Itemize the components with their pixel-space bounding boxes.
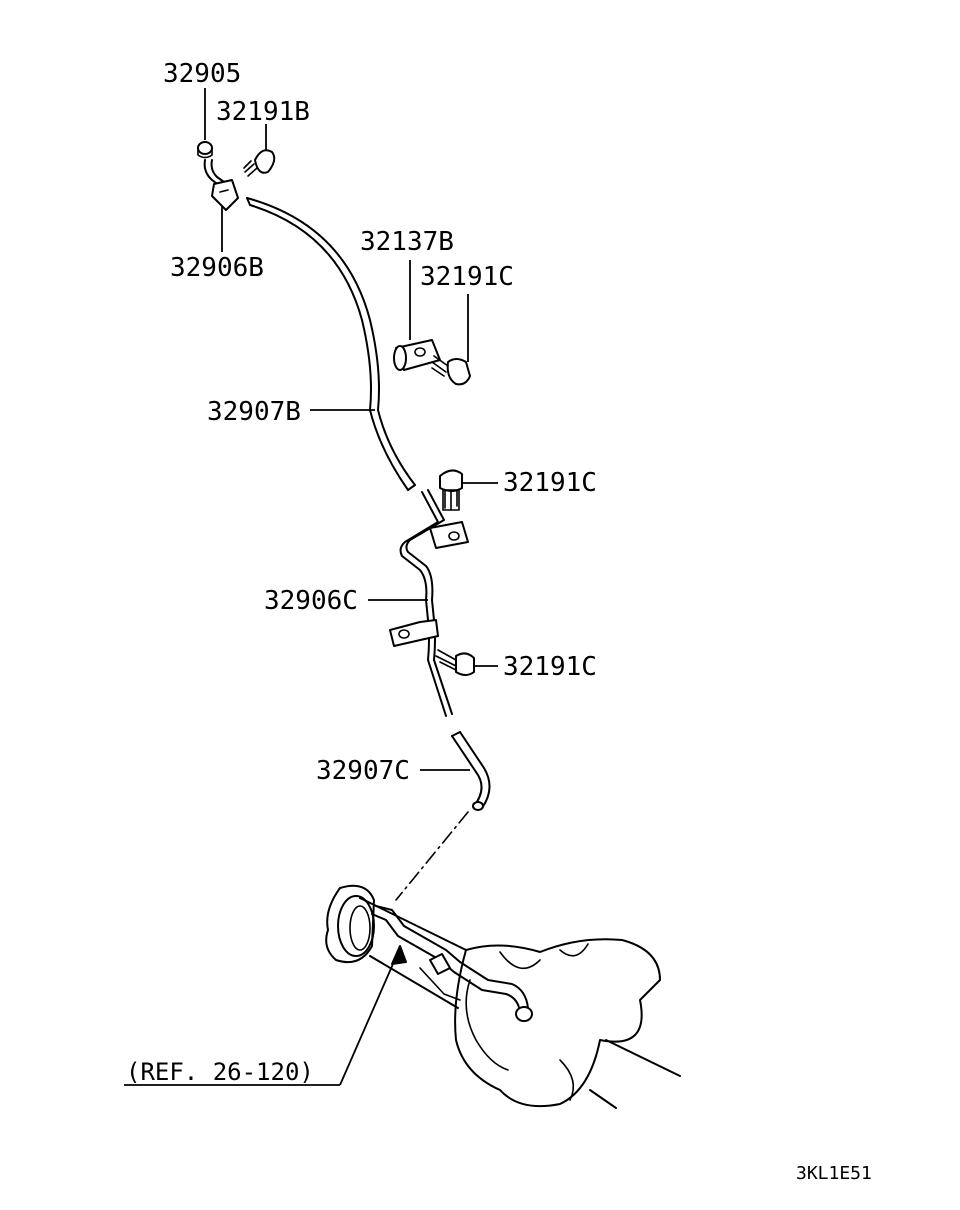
clip-32137B-part[interactable]: [393, 339, 441, 371]
label-32905: 32905: [163, 59, 242, 89]
label-32906C: 32906C: [264, 586, 358, 616]
bolt-32191C-c-part[interactable]: [435, 649, 475, 676]
bolt-32191C-a-part[interactable]: [431, 355, 471, 386]
cap-32905-part[interactable]: [197, 141, 213, 159]
pipe-32906C-part[interactable]: [389, 489, 469, 717]
hose-32907B-part[interactable]: [246, 197, 416, 491]
label-32907C: 32907C: [316, 756, 410, 786]
label-32137B: 32137B: [360, 227, 454, 257]
label-32906B: 32906B: [170, 253, 264, 283]
connection-centerline: [395, 811, 469, 901]
bolt-32191C-b-part[interactable]: [439, 469, 463, 511]
reference-note: (REF. 26-120): [126, 1058, 314, 1086]
rear-axle-assembly: [325, 884, 681, 1109]
label-32191C-b: 32191C: [503, 468, 597, 498]
label-32191C-c: 32191C: [503, 652, 597, 682]
hose-32907C-part[interactable]: [451, 731, 491, 811]
pipe-32906B-part[interactable]: [203, 159, 239, 211]
label-32191B: 32191B: [216, 97, 310, 127]
drawing-code: 3KL1E51: [796, 1163, 872, 1184]
bolt-32191B-part[interactable]: [243, 149, 276, 177]
label-32191C-a: 32191C: [420, 262, 514, 292]
reference-leader: [124, 945, 407, 1086]
label-32907B: 32907B: [207, 397, 301, 427]
